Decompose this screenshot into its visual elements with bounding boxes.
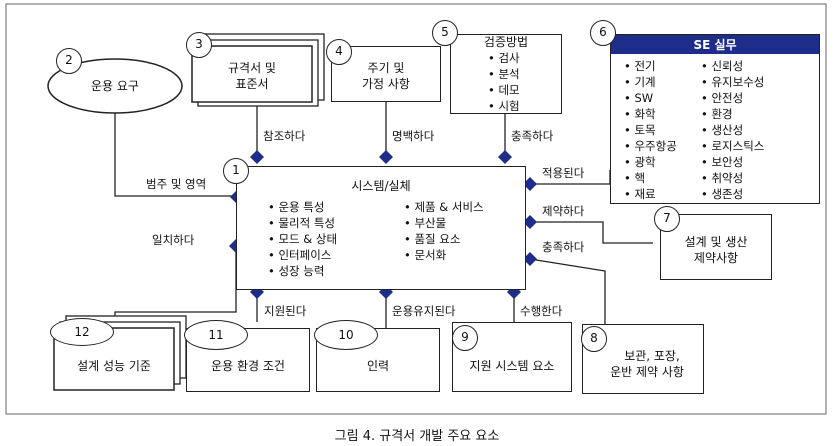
rel-scope: 범주 및 영역 <box>146 177 207 191</box>
node-6-item: 유지보수성 <box>701 74 764 90</box>
node-6-header <box>611 35 819 54</box>
center-right-item: 부산물 <box>404 215 484 231</box>
node-5-list: 검사 분석 데모 시험 <box>488 50 519 114</box>
node-6-item: 광학 <box>624 154 677 170</box>
node-11-number: 11 <box>208 328 224 342</box>
center-left-item: 물리적 특성 <box>268 215 337 231</box>
node-6-item: 생산성 <box>701 122 764 138</box>
node-11-oval <box>184 320 248 350</box>
center-left-item: 인터페이스 <box>268 247 337 263</box>
node-4-number: 4 <box>326 39 352 65</box>
node-7-box <box>660 214 772 280</box>
node-11-label: 운용 환경 조건 <box>211 359 285 373</box>
node-6-item: SW <box>624 90 677 106</box>
node-5-item: 검사 <box>488 50 519 66</box>
node-6-number: 6 <box>590 20 616 46</box>
node-6-item: 취약성 <box>701 170 764 186</box>
node-6-item: 신뢰성 <box>701 58 764 74</box>
center-title: 시스템/실체 <box>351 179 411 193</box>
node-6-item: 화학 <box>624 106 677 122</box>
node-6-item: 생존성 <box>701 186 764 202</box>
center-number: 1 <box>223 158 249 184</box>
node-6-item: 환경 <box>701 106 764 122</box>
node-7-label-line2: 제약사항 <box>693 251 739 265</box>
connector-diamond <box>523 215 537 229</box>
node-6-col2: 신뢰성 유지보수성 안전성 환경 생산성 로지스틱스 보안성 취약성 생존성 <box>701 58 764 202</box>
node-12-oval <box>50 318 114 346</box>
node-7-label-line1: 설계 및 생산 <box>684 235 748 249</box>
node-8-number: 8 <box>581 326 607 352</box>
node-3-label-line2: 표준서 <box>235 77 269 91</box>
rel-satisfies: 충족하다 <box>511 129 554 143</box>
rel-applied: 적용된다 <box>542 166 585 180</box>
node-6-item: 토목 <box>624 122 677 138</box>
figure-caption: 그림 4. 규격서 개발 주요 요소 <box>334 429 500 444</box>
center-left-item: 성장 능력 <box>268 263 337 279</box>
node-5-number: 5 <box>432 20 458 46</box>
node-10-number: 10 <box>338 328 354 342</box>
connector-diamond <box>379 150 393 164</box>
connector-diamond <box>250 150 264 164</box>
node-2-label: 운용 요구 <box>91 79 139 93</box>
node-12-label: 설계 성능 기준 <box>77 359 151 373</box>
node-3-label-line1: 규격서 및 <box>228 61 276 75</box>
rel-clarifies: 명백하다 <box>392 129 435 143</box>
node-6-item: 로지스틱스 <box>701 138 764 154</box>
rel-satisfies2: 충족하다 <box>542 240 585 254</box>
node-6-item: 기계 <box>624 74 677 90</box>
node-6-item: 재료 <box>624 186 677 202</box>
center-right-list: 제품 & 서비스 부산물 품질 요소 문서화 <box>404 199 484 263</box>
node-4-label-line1: 주기 및 <box>367 61 405 75</box>
connector-diamond <box>523 252 537 266</box>
node-10-oval <box>314 320 378 350</box>
node-3-number: 3 <box>186 32 212 58</box>
node-6-item: 전기 <box>624 58 677 74</box>
rel-constrains: 제약하다 <box>542 204 585 218</box>
node-6-col1: 전기 기계 SW 화학 토목 우주항공 광학 핵 재료 <box>624 58 677 202</box>
node-6-item: 우주항공 <box>624 138 676 154</box>
node-7-number: 7 <box>654 206 680 232</box>
node-9-label: 지원 시스템 요소 <box>469 359 555 373</box>
node-5-item: 데모 <box>488 82 519 98</box>
rel-matches: 일치하다 <box>152 233 195 247</box>
center-left-item: 운용 특성 <box>268 199 337 215</box>
node-8-label-line2: 운반 제약 사항 <box>610 365 684 379</box>
connector-diamond <box>498 150 512 164</box>
center-left-item: 모드 & 상태 <box>268 231 337 247</box>
node-5-title: 검증방법 <box>483 35 529 49</box>
node-6-item: 핵 <box>624 170 677 186</box>
node-5-item: 시험 <box>488 98 519 114</box>
node-9-number: 9 <box>452 325 478 351</box>
node-6-item: 안전성 <box>701 90 764 106</box>
node-2-ellipse <box>47 58 183 114</box>
node-2-number: 2 <box>56 48 82 74</box>
rel-maintained: 운용유지된다 <box>392 304 456 318</box>
rel-supported: 지원된다 <box>264 304 307 318</box>
center-right-item: 품질 요소 <box>404 231 484 247</box>
connector-diamond <box>523 177 537 191</box>
center-left-list: 운용 특성 물리적 특성 모드 & 상태 인터페이스 성장 능력 <box>268 199 337 279</box>
node-4-label-line2: 가정 사항 <box>362 77 410 91</box>
rel-references: 참조하다 <box>263 129 306 143</box>
rel-performs: 수행한다 <box>520 304 563 318</box>
node-12-number: 12 <box>74 325 90 339</box>
node-8-label-line1: 보관, 포장, <box>624 349 680 363</box>
node-6-title: SE 실무 <box>693 38 737 52</box>
center-right-item: 문서화 <box>404 247 484 263</box>
center-right-item: 제품 & 서비스 <box>404 199 483 215</box>
node-10-label: 인력 <box>366 359 390 373</box>
node-5-item: 분석 <box>488 66 519 82</box>
node-6-item: 보안성 <box>701 154 764 170</box>
